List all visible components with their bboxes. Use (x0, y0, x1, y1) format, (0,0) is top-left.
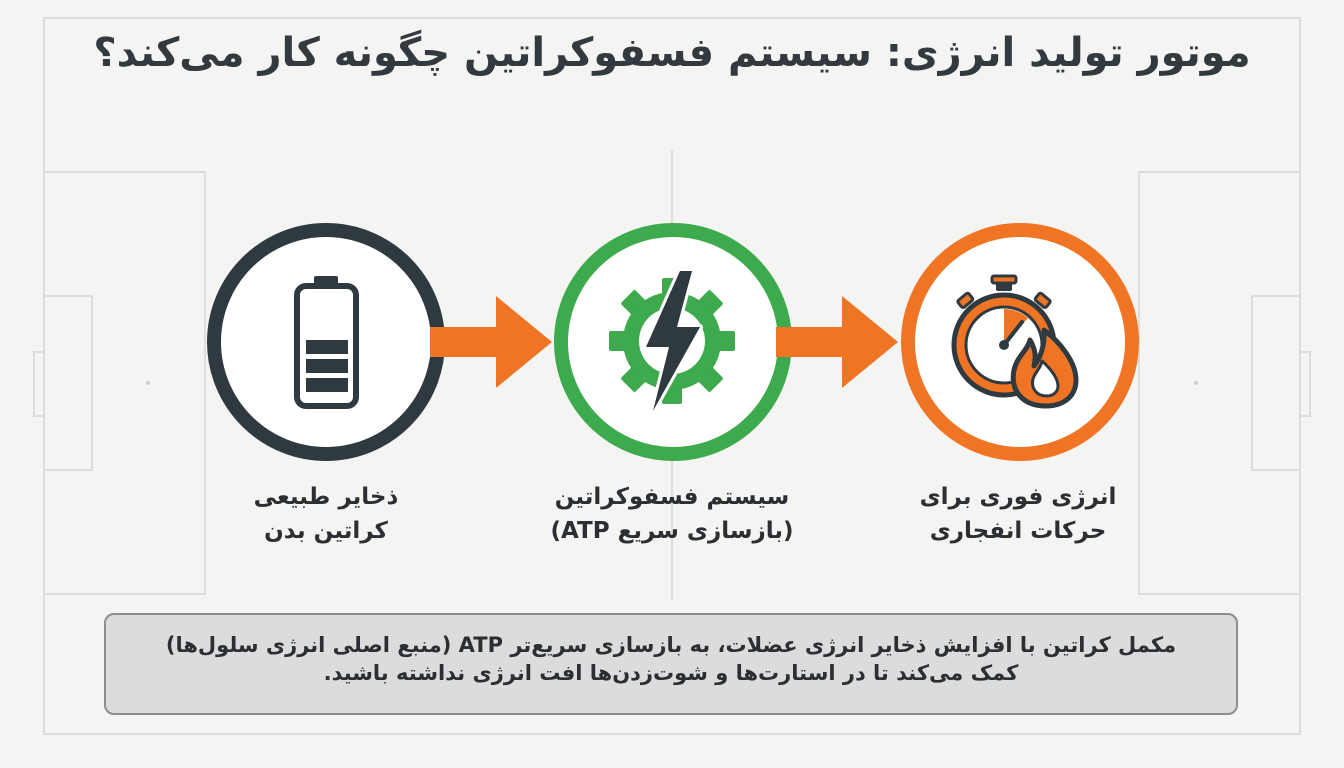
step-2-label-line2: (بازسازی سریع ATP) (550, 518, 794, 544)
step-1-label-line2: کراتین بدن (264, 518, 388, 544)
step-1-label: ذخایر طبیعی کراتین بدن (196, 480, 456, 548)
gear-lightning-icon (609, 268, 735, 414)
step-3-label: انرژی فوری برای حرکات انفجاری (888, 480, 1148, 548)
note-line-1: مکمل کراتین با افزایش ذخایر انرژی عضلات،… (165, 633, 1177, 657)
arrow-right-icon (776, 296, 898, 388)
battery-icon (294, 276, 359, 409)
step-2-label-line1: سیستم فسفوکراتین (554, 484, 790, 510)
page-title: موتور تولید انرژی: سیستم فسفوکراتین چگون… (93, 30, 1251, 76)
stopwatch-fire-icon (951, 274, 1079, 409)
step-3-label-line1: انرژی فوری برای (919, 484, 1117, 510)
step-2-label: سیستم فسفوکراتین (بازسازی سریع ATP) (542, 480, 802, 548)
arrow-right-icon (430, 296, 552, 388)
info-note-box: مکمل کراتین با افزایش ذخایر انرژی عضلات،… (104, 613, 1238, 715)
step-3-label-line2: حرکات انفجاری (929, 518, 1107, 544)
note-line-2: کمک می‌کند تا در استارت‌ها و شوت‌زدن‌ها … (323, 661, 1019, 685)
step-1-label-line1: ذخایر طبیعی (253, 484, 399, 510)
